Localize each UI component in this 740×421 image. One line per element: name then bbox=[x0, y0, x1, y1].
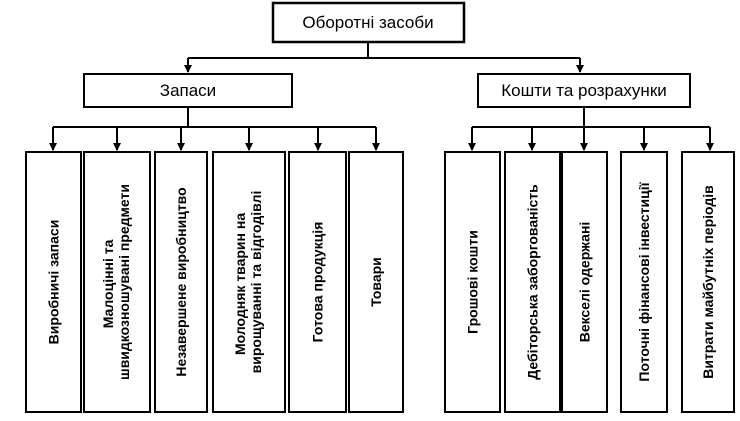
root-node: Оборотні засоби bbox=[271, 1, 466, 44]
root-label: Оборотні засоби bbox=[302, 13, 433, 32]
leaf-node: Витрати майбутніх періодів bbox=[681, 151, 735, 413]
group-connectors-koshty bbox=[468, 107, 714, 151]
leaf-node: Молодняк тварин на вирощуванні та відгод… bbox=[212, 151, 286, 413]
leaf-label: Дебіторська заборгованість bbox=[525, 184, 541, 380]
leaf-node: Дебіторська заборгованість bbox=[504, 151, 561, 413]
group-label-koshty: Кошти та розрахунки bbox=[501, 81, 667, 100]
group-node-zapasy: Запаси bbox=[83, 73, 293, 108]
leaf-label: Молодняк тварин на вирощуванні та відгод… bbox=[232, 191, 264, 374]
leaf-label: Грошові кошти bbox=[465, 230, 481, 334]
leaf-node: Грошові кошти bbox=[444, 151, 501, 413]
group-node-koshty: Кошти та розрахунки bbox=[477, 73, 691, 108]
leaf-node: Поточні фінансові інвестиції bbox=[620, 151, 668, 413]
leaf-node: Векселі одержані bbox=[561, 151, 608, 413]
leaf-label: Готова продукція bbox=[310, 222, 326, 343]
group-label-zapasy: Запаси bbox=[160, 81, 216, 100]
leaf-label: Незавершене виробництво bbox=[173, 187, 189, 376]
leaf-node: Незавершене виробництво bbox=[154, 151, 208, 413]
leaf-node: Готова продукція bbox=[288, 151, 347, 413]
leaf-label: Поточні фінансові інвестиції bbox=[636, 181, 652, 381]
leaf-label: Векселі одержані bbox=[577, 222, 593, 343]
leaf-node: Товари bbox=[348, 151, 404, 413]
leaf-label: Виробничі запаси bbox=[46, 220, 62, 345]
root-connectors bbox=[184, 42, 584, 73]
group-connectors-zapasy bbox=[49, 107, 380, 151]
leaf-label: Витрати майбутніх періодів bbox=[700, 185, 716, 379]
leaf-node: Виробничі запаси bbox=[25, 151, 82, 413]
leaf-label: Малоцінні та швидкозношувані предмети bbox=[100, 184, 132, 380]
leaf-node: Малоцінні та швидкозношувані предмети bbox=[83, 151, 151, 413]
leaf-label: Товари bbox=[368, 257, 384, 307]
